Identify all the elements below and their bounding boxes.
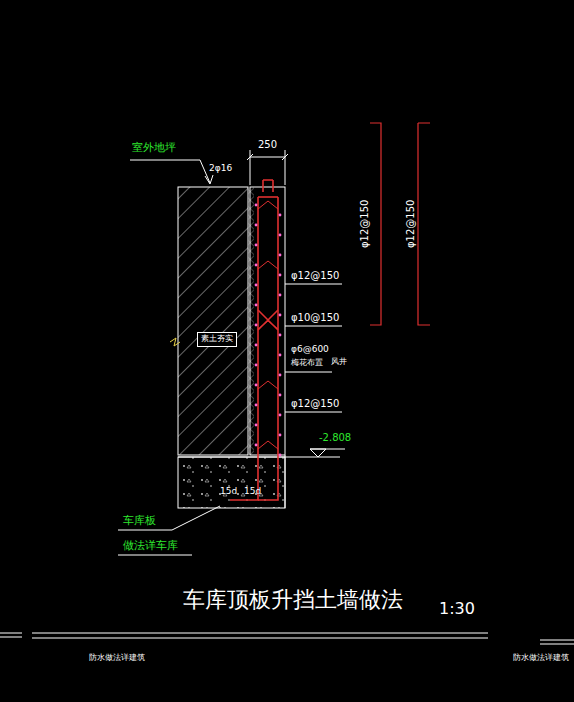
note-box: 素土夯实 [197, 332, 237, 347]
dimension-text: 250 [257, 139, 278, 150]
drawing-title: 车库顶板升挡土墙做法 [182, 588, 404, 612]
rebar-callout: φ10@150 [290, 312, 340, 323]
note-text: 梅花布置 [290, 359, 324, 368]
dimension-text: 15d [219, 487, 238, 497]
footer-note: 防水做法详建筑 [512, 654, 570, 663]
footer-note: 防水做法详建筑 [88, 654, 146, 663]
rebar-callout: φ12@150 [290, 398, 340, 409]
note-text: 素土夯实 [201, 335, 233, 344]
ground-label: 室外地坪 [131, 142, 177, 154]
scale-text: 1:30 [438, 600, 476, 618]
dimension-text: 15d [243, 487, 262, 497]
rebar-callout: φ12@150 [359, 199, 370, 249]
rebar-callout: 2φ16 [208, 164, 233, 174]
note-text: 风井 [330, 358, 348, 367]
level-mark: -2.808 [318, 432, 352, 443]
slab-label: 做法详车库 [122, 540, 179, 552]
rebar-callout: φ12@150 [405, 199, 416, 249]
rebar-callout: φ6@600 [290, 345, 330, 355]
rebar-callout: φ12@150 [290, 270, 340, 281]
slab-label: 车库板 [122, 515, 157, 527]
